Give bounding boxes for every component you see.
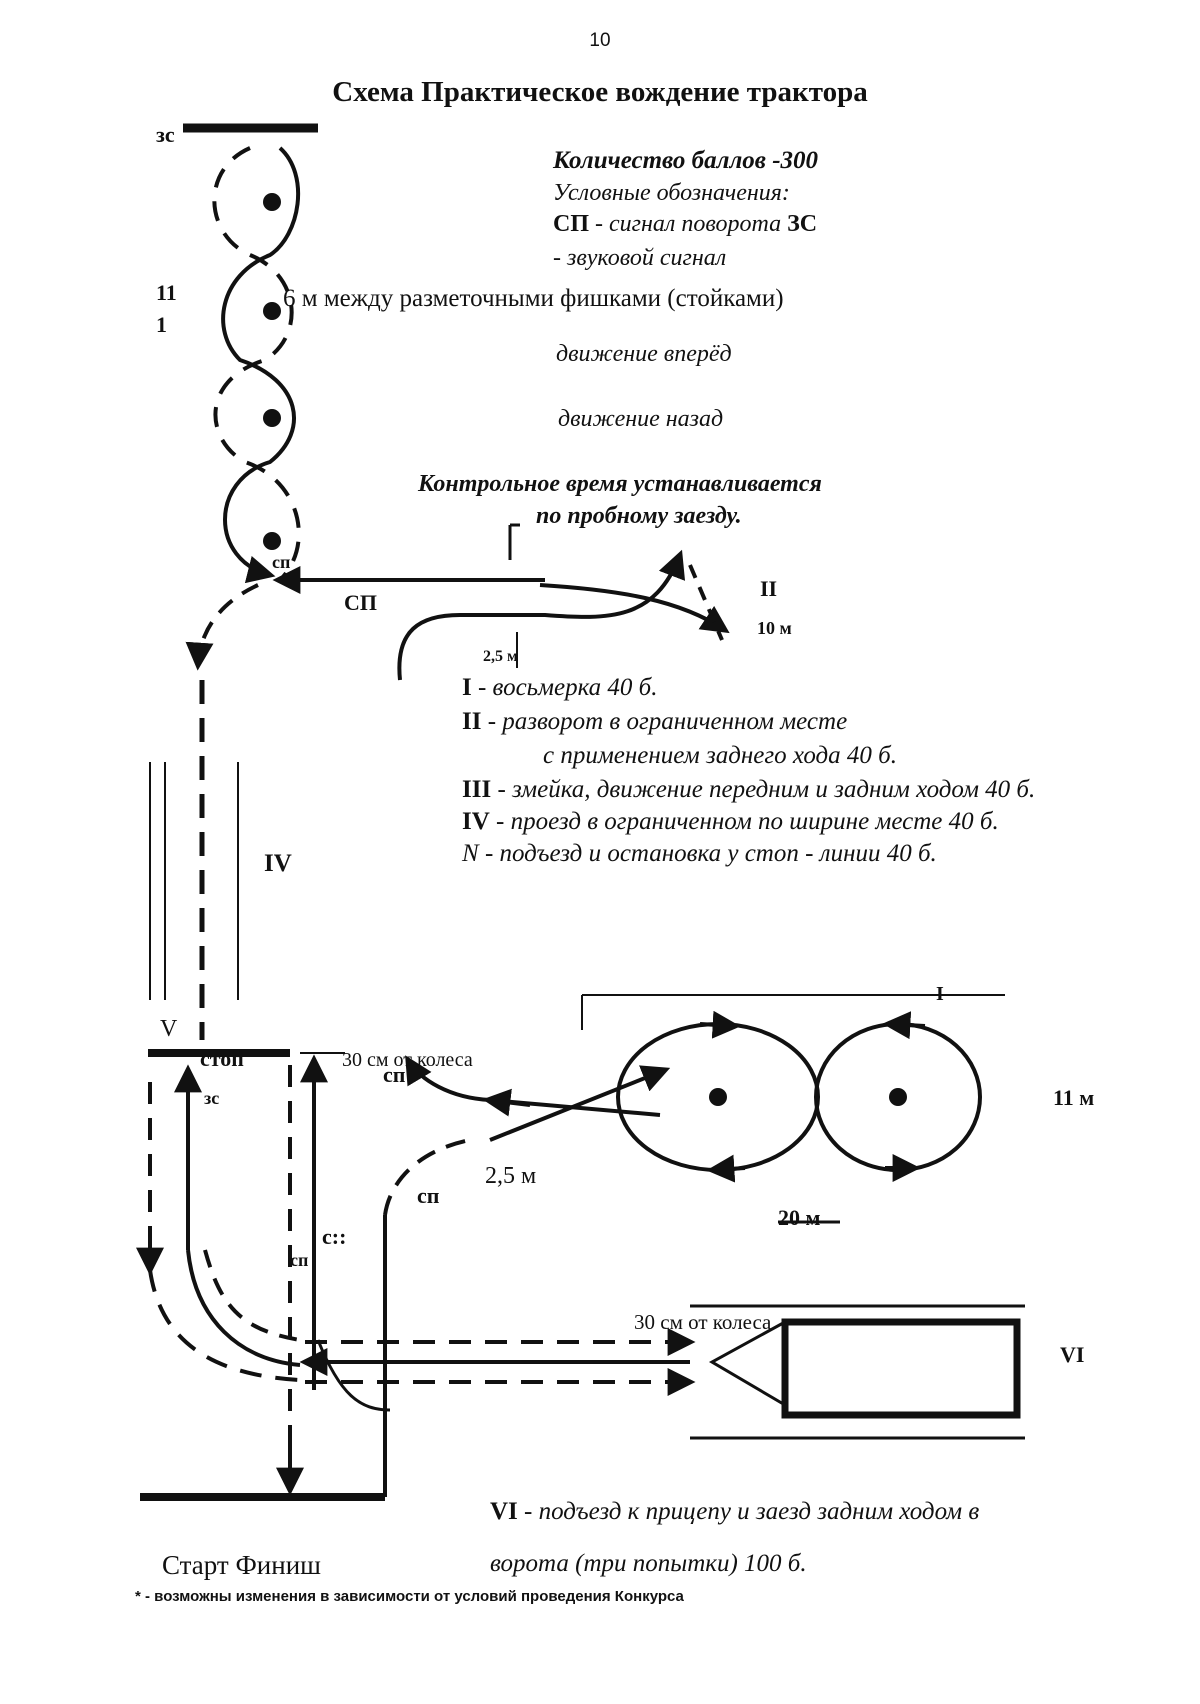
cone-marker [263, 193, 281, 211]
cone-marker [263, 302, 281, 320]
page-title: Схема Практическое вождение трактора [332, 76, 868, 108]
eight-arrow [699, 1010, 741, 1039]
label-2-5m-top: 2,5 м [483, 648, 518, 665]
label-zs-bottom: зс [204, 1088, 220, 1108]
exercise-i: I - восьмерка 40 б. [462, 674, 658, 702]
eight-arrow [706, 1154, 746, 1183]
page-number: 10 [589, 30, 611, 51]
exercise-iii: III - змейка, движение передним и задним… [462, 776, 1035, 804]
points-total: Количество баллов -300 [553, 147, 819, 174]
exercise-text: - разворот в ограниченном месте [487, 708, 848, 735]
legend-sp: СП - сигнал поворота ЗС [553, 211, 817, 238]
label-c: с:: [322, 1224, 347, 1249]
curve-to-trailer-solid [186, 1249, 301, 1367]
label-1: 1 [156, 312, 167, 337]
exercise-text: - подъезд и остановка у стоп - линии 40 … [484, 840, 937, 867]
exercise-vi-line2: ворота (три попытки) 100 б. [490, 1550, 807, 1577]
return-arrow-head [482, 1088, 531, 1117]
trailer-body [781, 1318, 1021, 1419]
label-sp-left: сп [290, 1250, 309, 1270]
label-sp-serpentine: сп [272, 552, 291, 572]
eight-arrow [882, 1011, 926, 1040]
legend-title: Условные обозначения: [553, 180, 790, 206]
exercise-iv: IV - проезд в ограниченном по ширине мес… [462, 808, 999, 836]
exercise-num: N [462, 840, 479, 867]
label-start-finish: Старт Финиш [162, 1550, 321, 1580]
exercise-num: I [462, 674, 472, 701]
exercise-text: - змейка, движение передним и задним ход… [497, 776, 1036, 803]
exercise-text: - проезд в ограниченном по ширине месте … [496, 808, 999, 835]
exercise-text: с применением заднего хода 40 б. [543, 742, 897, 769]
label-stop: стоп [200, 1046, 244, 1071]
zs-abbr: ЗС [787, 211, 818, 237]
path-to-figure-eight [383, 1138, 471, 1216]
distance-note: 6 м между разметочными фишками (стойками… [283, 285, 784, 312]
serpentine-backward-path [212, 146, 301, 582]
label-20m: 20 м [778, 1205, 821, 1230]
label-iv: IV [264, 850, 292, 877]
legend-forward: движение вперёд [556, 341, 732, 367]
label-sp-stop: сп [383, 1062, 406, 1087]
exercise-text: - восьмерка 40 б. [477, 674, 658, 701]
trailer-drawbar [708, 1320, 786, 1407]
label-10m: 10 м [757, 618, 792, 638]
label-sp-bottom: сп [417, 1183, 440, 1208]
footnote: * - возможны изменения в зависимости от … [135, 1588, 684, 1605]
uturn-forward-path [397, 549, 686, 681]
label-v: V [160, 1016, 178, 1042]
control-time-line2: по пробному заезду. [536, 503, 742, 529]
label-11: 11 [156, 280, 177, 305]
label-ii: II [760, 576, 778, 601]
label-sp-horizontal: СП [344, 590, 377, 615]
exercise-num: IV [462, 808, 490, 835]
label-30cm-2: 30 см от колеса [634, 1310, 772, 1334]
sp-desc: - сигнал поворота [595, 211, 782, 237]
curve-to-trailer-dashed [148, 1269, 301, 1382]
exercise-text: - подъезд к прицепу и заезд задним ходом… [524, 1498, 980, 1525]
label-2-5m-bottom: 2,5 м [485, 1163, 537, 1189]
label-11m: 11 м [1053, 1085, 1095, 1110]
curve-from-trailer-dashed [203, 1249, 301, 1342]
exercise-num: VI [490, 1498, 518, 1525]
diagonal-to-eight [489, 1065, 671, 1142]
label-i-figure: I [936, 983, 944, 1005]
legend-backward: движение назад [558, 406, 724, 432]
legend-zs: - звуковой сигнал [553, 245, 727, 271]
cone-marker [263, 409, 281, 427]
exercise-ii-cont: с применением заднего хода 40 б. [543, 742, 897, 770]
cone-marker [709, 1088, 727, 1106]
label-zs-top: зс [156, 122, 175, 147]
exercise-vi-line1: VI - подъезд к прицепу и заезд задним хо… [490, 1498, 979, 1526]
path-to-corridor [185, 583, 259, 671]
sp-abbr: СП [553, 211, 589, 237]
serpentine-forward-path [221, 146, 301, 584]
exercise-ii: II - разворот в ограниченном месте [462, 708, 847, 736]
uturn-dashed-reverse [688, 564, 724, 641]
exercise-v: N - подъезд и остановка у стоп - линии 4… [462, 840, 937, 868]
label-vi: VI [1060, 1342, 1085, 1367]
cone-marker [263, 532, 281, 550]
uturn-reverse-path [539, 583, 730, 634]
control-time-line1: Контрольное время устанавливается [418, 471, 822, 497]
exercise-num: III [462, 776, 492, 803]
label-30cm-1: 30 см от колеса [342, 1049, 473, 1071]
curve-trailer-return [316, 1339, 391, 1412]
cone-marker [889, 1088, 907, 1106]
exercise-num: II [462, 708, 482, 735]
